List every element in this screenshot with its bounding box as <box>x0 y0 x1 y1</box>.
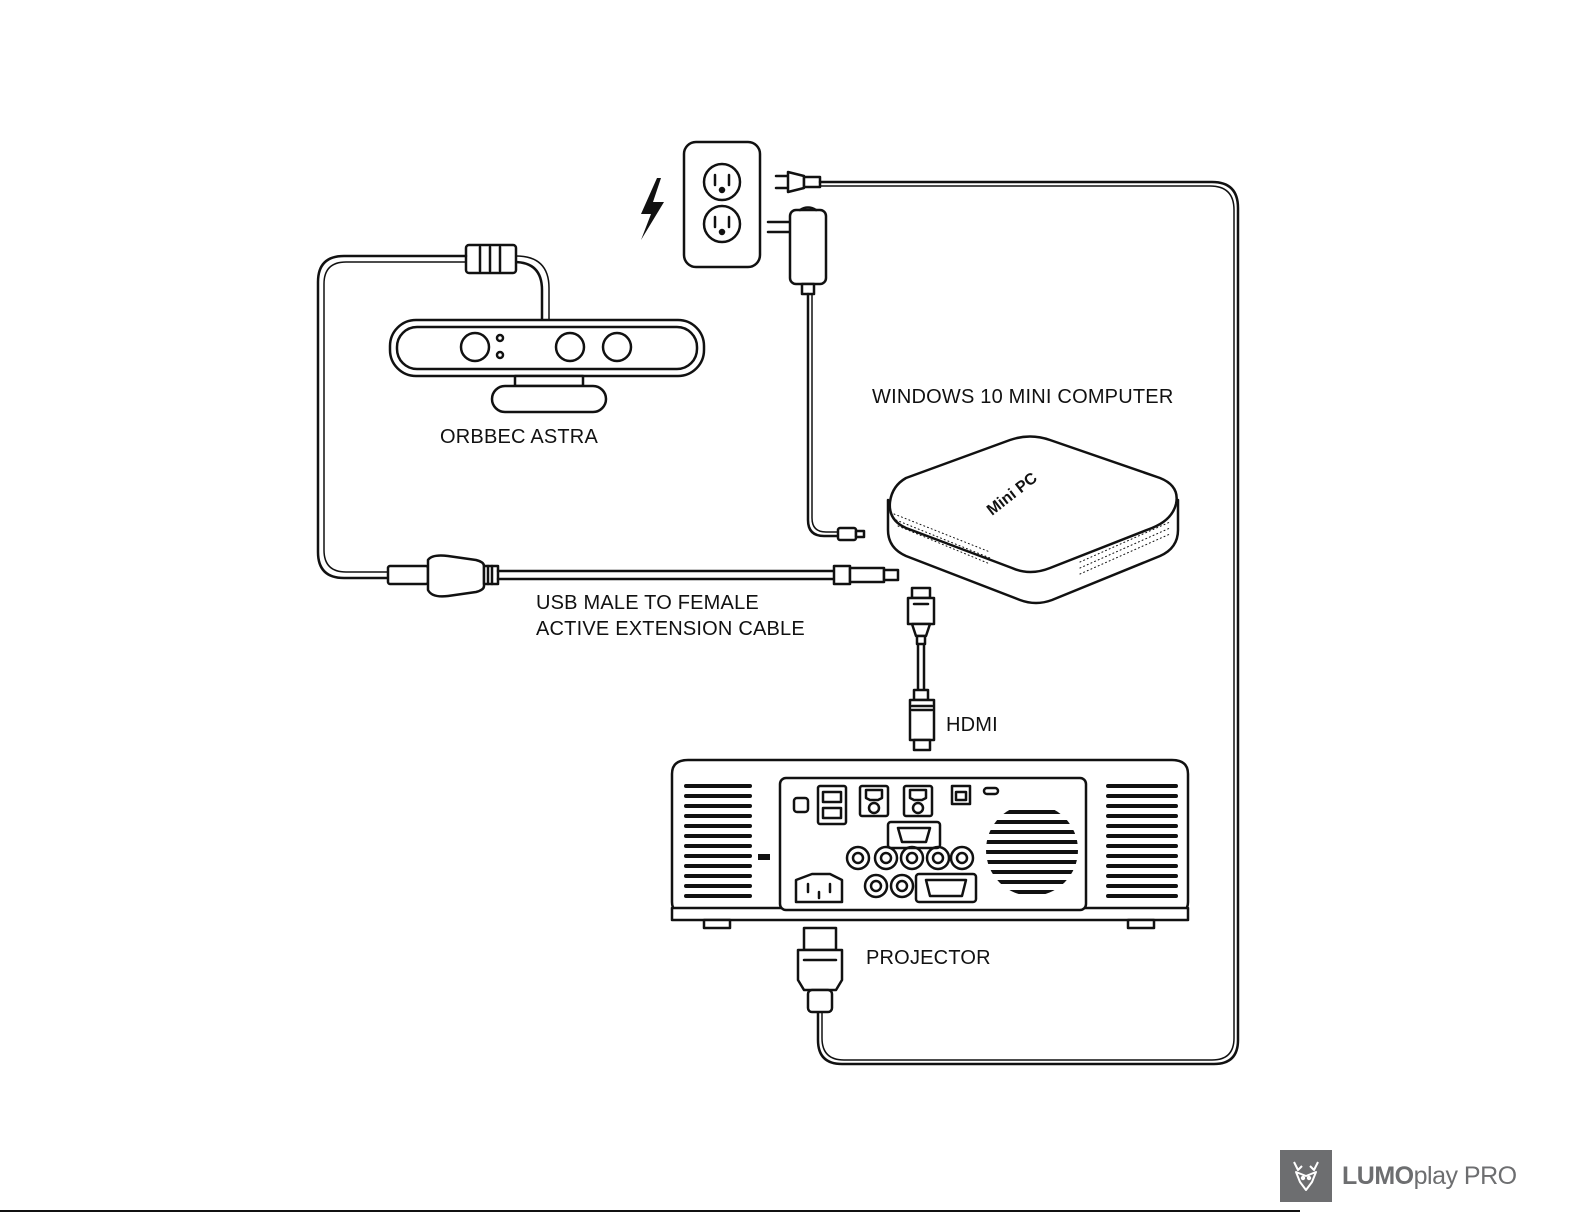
camera-label: ORBBEC ASTRA <box>440 424 598 450</box>
camera-usb-cable <box>318 256 466 578</box>
brand-name-bold: LUMO <box>1342 1162 1414 1190</box>
pc-power-adapter <box>768 208 826 295</box>
wall-outlet-icon <box>684 142 760 267</box>
projector-label: PROJECTOR <box>866 945 991 971</box>
projector <box>672 760 1188 928</box>
orbbec-astra-camera <box>390 245 704 412</box>
bottom-rule <box>0 1210 1300 1212</box>
hdmi-cable <box>908 588 934 750</box>
projector-power-cord <box>818 182 1238 1064</box>
hdmi-label: HDMI <box>946 712 998 738</box>
brand-name: LUMOplay PRO <box>1342 1162 1517 1191</box>
outlet-plug-projector <box>776 172 820 192</box>
projector-power-plug <box>798 928 842 1012</box>
lightning-bolt-icon <box>641 178 664 240</box>
brand-logo: LUMOplay PRO <box>1280 1150 1517 1202</box>
computer-label: WINDOWS 10 MINI COMPUTER <box>872 384 1173 410</box>
mini-pc <box>888 437 1178 604</box>
deer-logo-icon <box>1280 1150 1332 1202</box>
usb-cable-label-line1: USB MALE TO FEMALE <box>536 590 759 616</box>
usb-cable-label-line2: ACTIVE EXTENSION CABLE <box>536 616 805 642</box>
brand-name-light: play PRO <box>1414 1162 1517 1190</box>
